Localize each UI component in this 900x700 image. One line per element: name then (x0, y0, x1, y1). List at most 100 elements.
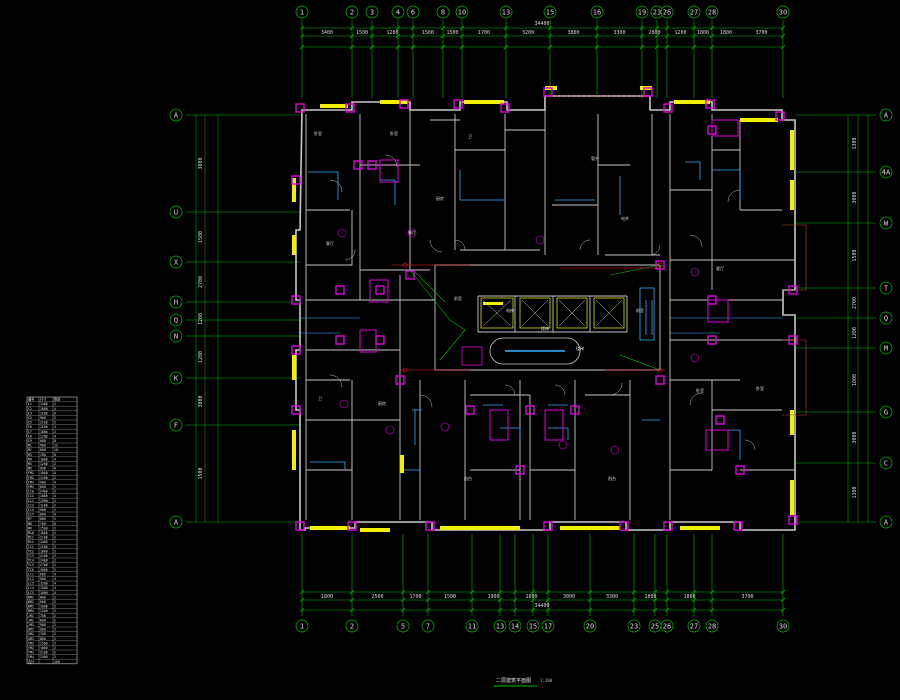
schedule-cell: 2 (54, 536, 56, 540)
column (715, 415, 725, 425)
axis-bubble-label: 26 (663, 623, 671, 631)
schedule-cell: 2 (54, 499, 56, 503)
axis-bubble-circle (635, 5, 649, 19)
schedule-cell: C9 (28, 439, 32, 443)
dim-tick (652, 607, 658, 613)
schedule-cell: 1800 (40, 531, 48, 535)
column-enclosure (489, 409, 509, 441)
schedule-cell: TC4 (28, 559, 34, 563)
axis-bubble-bottom: 1 (295, 619, 309, 633)
column (291, 345, 301, 355)
schedule-cell: 600 (40, 439, 46, 443)
dim-tick (631, 589, 637, 595)
schedule-cell: 2 (54, 416, 56, 420)
column (291, 295, 301, 305)
axis-bubble-bottom: 5 (396, 619, 410, 633)
axis-bubble-circle (879, 456, 893, 470)
axis-bubble-top: 8 (436, 5, 450, 19)
schedule-cell: M3 (28, 453, 32, 457)
column (619, 521, 629, 531)
schedule-cell: BM2 (28, 600, 34, 604)
column (399, 99, 409, 109)
dim-tick (497, 607, 503, 613)
dim-tick (459, 44, 465, 50)
dim-tick (410, 33, 416, 39)
schedule-cell: 1000 (40, 605, 48, 609)
dim-text-top: 1200 (674, 30, 686, 36)
axis-bubble-label: U (174, 209, 178, 217)
schedule-cell: C3 (28, 411, 32, 415)
schedule-cell: 6 (54, 467, 56, 471)
marker (402, 367, 408, 373)
schedule-cell: 2 (54, 402, 56, 406)
axis-bubble-circle (543, 5, 557, 19)
schedule-cell: 900 (40, 416, 46, 420)
dim-tick (587, 597, 593, 603)
column-enclosure (359, 329, 377, 353)
schedule-cell: 尺寸 (40, 397, 47, 402)
schedule-cell: 4 (54, 407, 56, 411)
axis-bubble-left: N (169, 329, 183, 343)
elevator-core (461, 287, 655, 366)
dim-tick (503, 44, 509, 50)
schedule-cell: 1800 (40, 407, 48, 411)
dim-tick (503, 25, 509, 31)
dim-tick (425, 597, 431, 603)
axis-bubble-circle (455, 5, 469, 19)
axis-bubble-label: W (884, 220, 889, 228)
schedule-cell: 4 (54, 572, 56, 576)
room-label: 楼梯 (576, 345, 584, 351)
column (367, 160, 377, 170)
axis-bubble-top: 19 (635, 5, 649, 19)
dim-tick (395, 33, 401, 39)
schedule-cell: 600 (40, 572, 46, 576)
schedule-cell: 2 (54, 628, 56, 632)
dim-tick (395, 25, 401, 31)
axis-bubble-circle (169, 255, 183, 269)
dim-text-top: 2800 (648, 30, 660, 36)
dim-tick (459, 25, 465, 31)
structural-columns (291, 87, 798, 531)
dim-tick (395, 44, 401, 50)
dim-tick (654, 25, 660, 31)
fixtures (300, 161, 782, 471)
schedule-cell: M8 (28, 522, 32, 526)
dim-text-left: 1200 (198, 351, 204, 363)
schedule-cell: LC3 (28, 582, 34, 586)
dim-text-left: 3000 (198, 395, 204, 407)
axis-bubble-top: 4 (391, 5, 405, 19)
dim-tick (349, 589, 355, 595)
schedule-cell: C8 (28, 434, 32, 438)
axis-bubble-circle (687, 5, 701, 19)
schedule-cell: 1000 (40, 471, 48, 475)
room-callout-bubble (407, 228, 417, 238)
axis-bubble-label: 6 (411, 9, 415, 17)
axis-bubble-label: Q (174, 317, 178, 325)
axis-bubble-right: A (879, 108, 893, 122)
schedule-cell: C1 (28, 402, 32, 406)
axis-bubble-circle (169, 205, 183, 219)
column (395, 375, 405, 385)
schedule-cell: 800 (40, 637, 46, 641)
dim-tick (709, 44, 715, 50)
column (347, 521, 357, 531)
schedule-cell: 1800 (40, 591, 48, 595)
axis-bubble-circle (627, 619, 641, 633)
room-callout-bubble (690, 353, 700, 363)
column (655, 260, 665, 270)
dim-tick (369, 33, 375, 39)
dim-tick (709, 589, 715, 595)
schedule-cell: 4 (54, 457, 56, 461)
axis-bubble-top: 6 (406, 5, 420, 19)
dim-tick (691, 33, 697, 39)
dim-tick (545, 607, 551, 613)
schedule-cell: C5 (28, 421, 32, 425)
marker (657, 262, 663, 268)
axis-bubble-top: 16 (590, 5, 604, 19)
elevator-shaft-3 (556, 297, 588, 329)
column (525, 405, 535, 415)
room-label: 阳台 (608, 475, 616, 481)
axis-bubble-label: 15 (546, 9, 554, 17)
room-label: 卧室 (390, 130, 398, 136)
room-callout-bubble (535, 235, 545, 245)
